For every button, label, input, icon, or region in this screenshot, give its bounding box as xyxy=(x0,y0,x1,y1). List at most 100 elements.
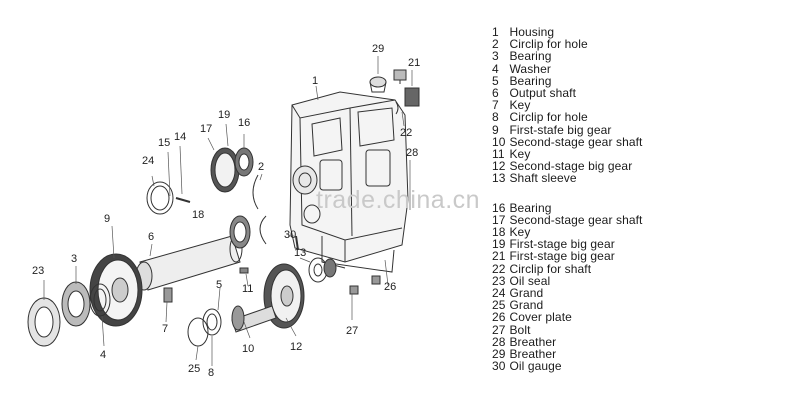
part-number: 16 xyxy=(492,200,506,215)
parts-list-item: 16 Bearing xyxy=(492,200,643,215)
circlip-hole-upper xyxy=(252,174,259,210)
part-name: Oil seal xyxy=(509,273,551,288)
part-name: Circlip for shaft xyxy=(509,261,592,276)
part-name: Grand xyxy=(509,286,544,301)
part-number: 11 xyxy=(492,147,505,162)
callout-6: 6 xyxy=(148,231,154,243)
part-number: 3 xyxy=(492,49,499,64)
output-shaft-part xyxy=(135,215,251,291)
parts-list-item: 25 Grand xyxy=(492,299,643,311)
part-name: Second-stage gear shaft xyxy=(509,212,643,227)
part-name: Second-stage gear shaft xyxy=(509,134,643,149)
part-number: 18 xyxy=(492,225,506,240)
parts-list-item: 21 First-stage big gear xyxy=(492,250,643,262)
part-number: 9 xyxy=(492,122,499,137)
parts-list-item: 30 Oil gauge xyxy=(492,360,643,372)
callout-3: 3 xyxy=(71,253,77,265)
parts-list-item: 28 Breather xyxy=(492,336,643,348)
callout-2: 2 xyxy=(258,161,264,173)
bearing-left xyxy=(61,281,91,327)
part-name: Washer xyxy=(509,61,551,76)
part-number: 2 xyxy=(492,37,499,52)
parts-list-item: 27 Bolt xyxy=(492,322,643,337)
parts-list-item: 10 Second-stage gear shaft xyxy=(492,136,643,148)
part-number: 23 xyxy=(492,273,506,288)
part-name: Key xyxy=(509,147,531,162)
parts-list-item: 2 Circlip for hole xyxy=(492,38,643,50)
part-number: 5 xyxy=(492,73,499,88)
key-mid xyxy=(239,267,249,274)
part-number: 27 xyxy=(492,322,506,337)
callout-19: 19 xyxy=(218,109,230,121)
part-number: 1 xyxy=(492,25,499,39)
first-stage-big-gear xyxy=(89,253,143,327)
part-name: Output shaft xyxy=(509,86,577,101)
callout-7: 7 xyxy=(162,323,168,335)
callout-25: 25 xyxy=(188,363,200,375)
watermark-text: trade.china.cn xyxy=(316,186,481,214)
second-stage-gear-shaft xyxy=(231,305,277,333)
part-name: Breather xyxy=(509,347,557,362)
grand-lower xyxy=(187,317,209,347)
part-number: 8 xyxy=(492,110,499,125)
parts-list-item: 9 First-stafe big gear xyxy=(492,122,643,137)
circlip-shaft-part xyxy=(395,101,399,115)
callout-1: 1 xyxy=(312,75,318,87)
grand-left xyxy=(146,181,174,215)
parts-list-item: 13 Shaft sleeve xyxy=(492,172,643,184)
part-number: 22 xyxy=(492,261,506,276)
callout-10: 10 xyxy=(242,343,254,355)
part-number: 17 xyxy=(492,212,506,227)
washer-part xyxy=(89,283,111,317)
part-number: 7 xyxy=(492,98,499,113)
parts-list-item: 23 Oil seal xyxy=(492,275,643,287)
callout-numbers: 1 2 3 4 5 6 7 8 9 10 11 12 13 14 15 16 1… xyxy=(32,43,420,379)
part-name: Bearing xyxy=(509,49,552,64)
part-name: First-stafe big gear xyxy=(509,122,612,137)
part-name: Bolt xyxy=(509,322,531,337)
circlip-hole-mid xyxy=(259,215,267,245)
parts-list-item: 7 Key xyxy=(492,99,643,111)
parts-list-item: 29 Breather xyxy=(492,348,643,360)
part-name: First-stage big gear xyxy=(509,237,615,252)
part-name: Bearing xyxy=(509,200,552,215)
callout-14: 14 xyxy=(174,131,186,143)
part-number: 29 xyxy=(492,347,506,362)
part-name: Cover plate xyxy=(509,310,572,325)
key-upper xyxy=(175,197,191,203)
parts-list-item: 11 Key xyxy=(492,148,643,160)
part-number: 28 xyxy=(492,334,506,349)
parts-list-item: 4 Washer xyxy=(492,61,643,76)
key-lower xyxy=(163,287,173,303)
bolt-part xyxy=(349,275,381,295)
callout-12: 12 xyxy=(290,341,302,353)
callout-27: 27 xyxy=(346,325,358,337)
plug-part xyxy=(393,69,420,107)
callout-22: 22 xyxy=(400,127,412,139)
parts-list-item: 19 First-stage big gear xyxy=(492,238,643,250)
part-number: 26 xyxy=(492,310,506,325)
parts-list-item: 24 Grand xyxy=(492,287,643,299)
parts-list-item: 8 Circlip for hole xyxy=(492,111,643,123)
housing-part xyxy=(289,91,409,273)
callout-8: 8 xyxy=(208,367,214,379)
oil-seal-part xyxy=(27,297,61,347)
parts-list-item: 26 Cover plate xyxy=(492,311,643,323)
callout-9: 9 xyxy=(104,213,110,225)
shaft-sleeve-part xyxy=(308,257,337,283)
part-name: Circlip for hole xyxy=(509,110,588,125)
part-name: Shaft sleeve xyxy=(509,171,577,186)
part-name: First-stage big gear xyxy=(509,249,615,264)
part-number: 6 xyxy=(492,86,499,101)
parts-list-item: 17 Second-stage gear shaft xyxy=(492,214,643,226)
parts-list-item: 5 Bearing xyxy=(492,75,643,87)
callout-30: 30 xyxy=(284,229,296,241)
oil-gauge-part xyxy=(295,235,299,251)
first-stage-gear-upper xyxy=(210,147,254,193)
part-number: 19 xyxy=(492,237,506,252)
callout-18: 18 xyxy=(192,209,204,221)
part-number: 13 xyxy=(492,171,506,186)
